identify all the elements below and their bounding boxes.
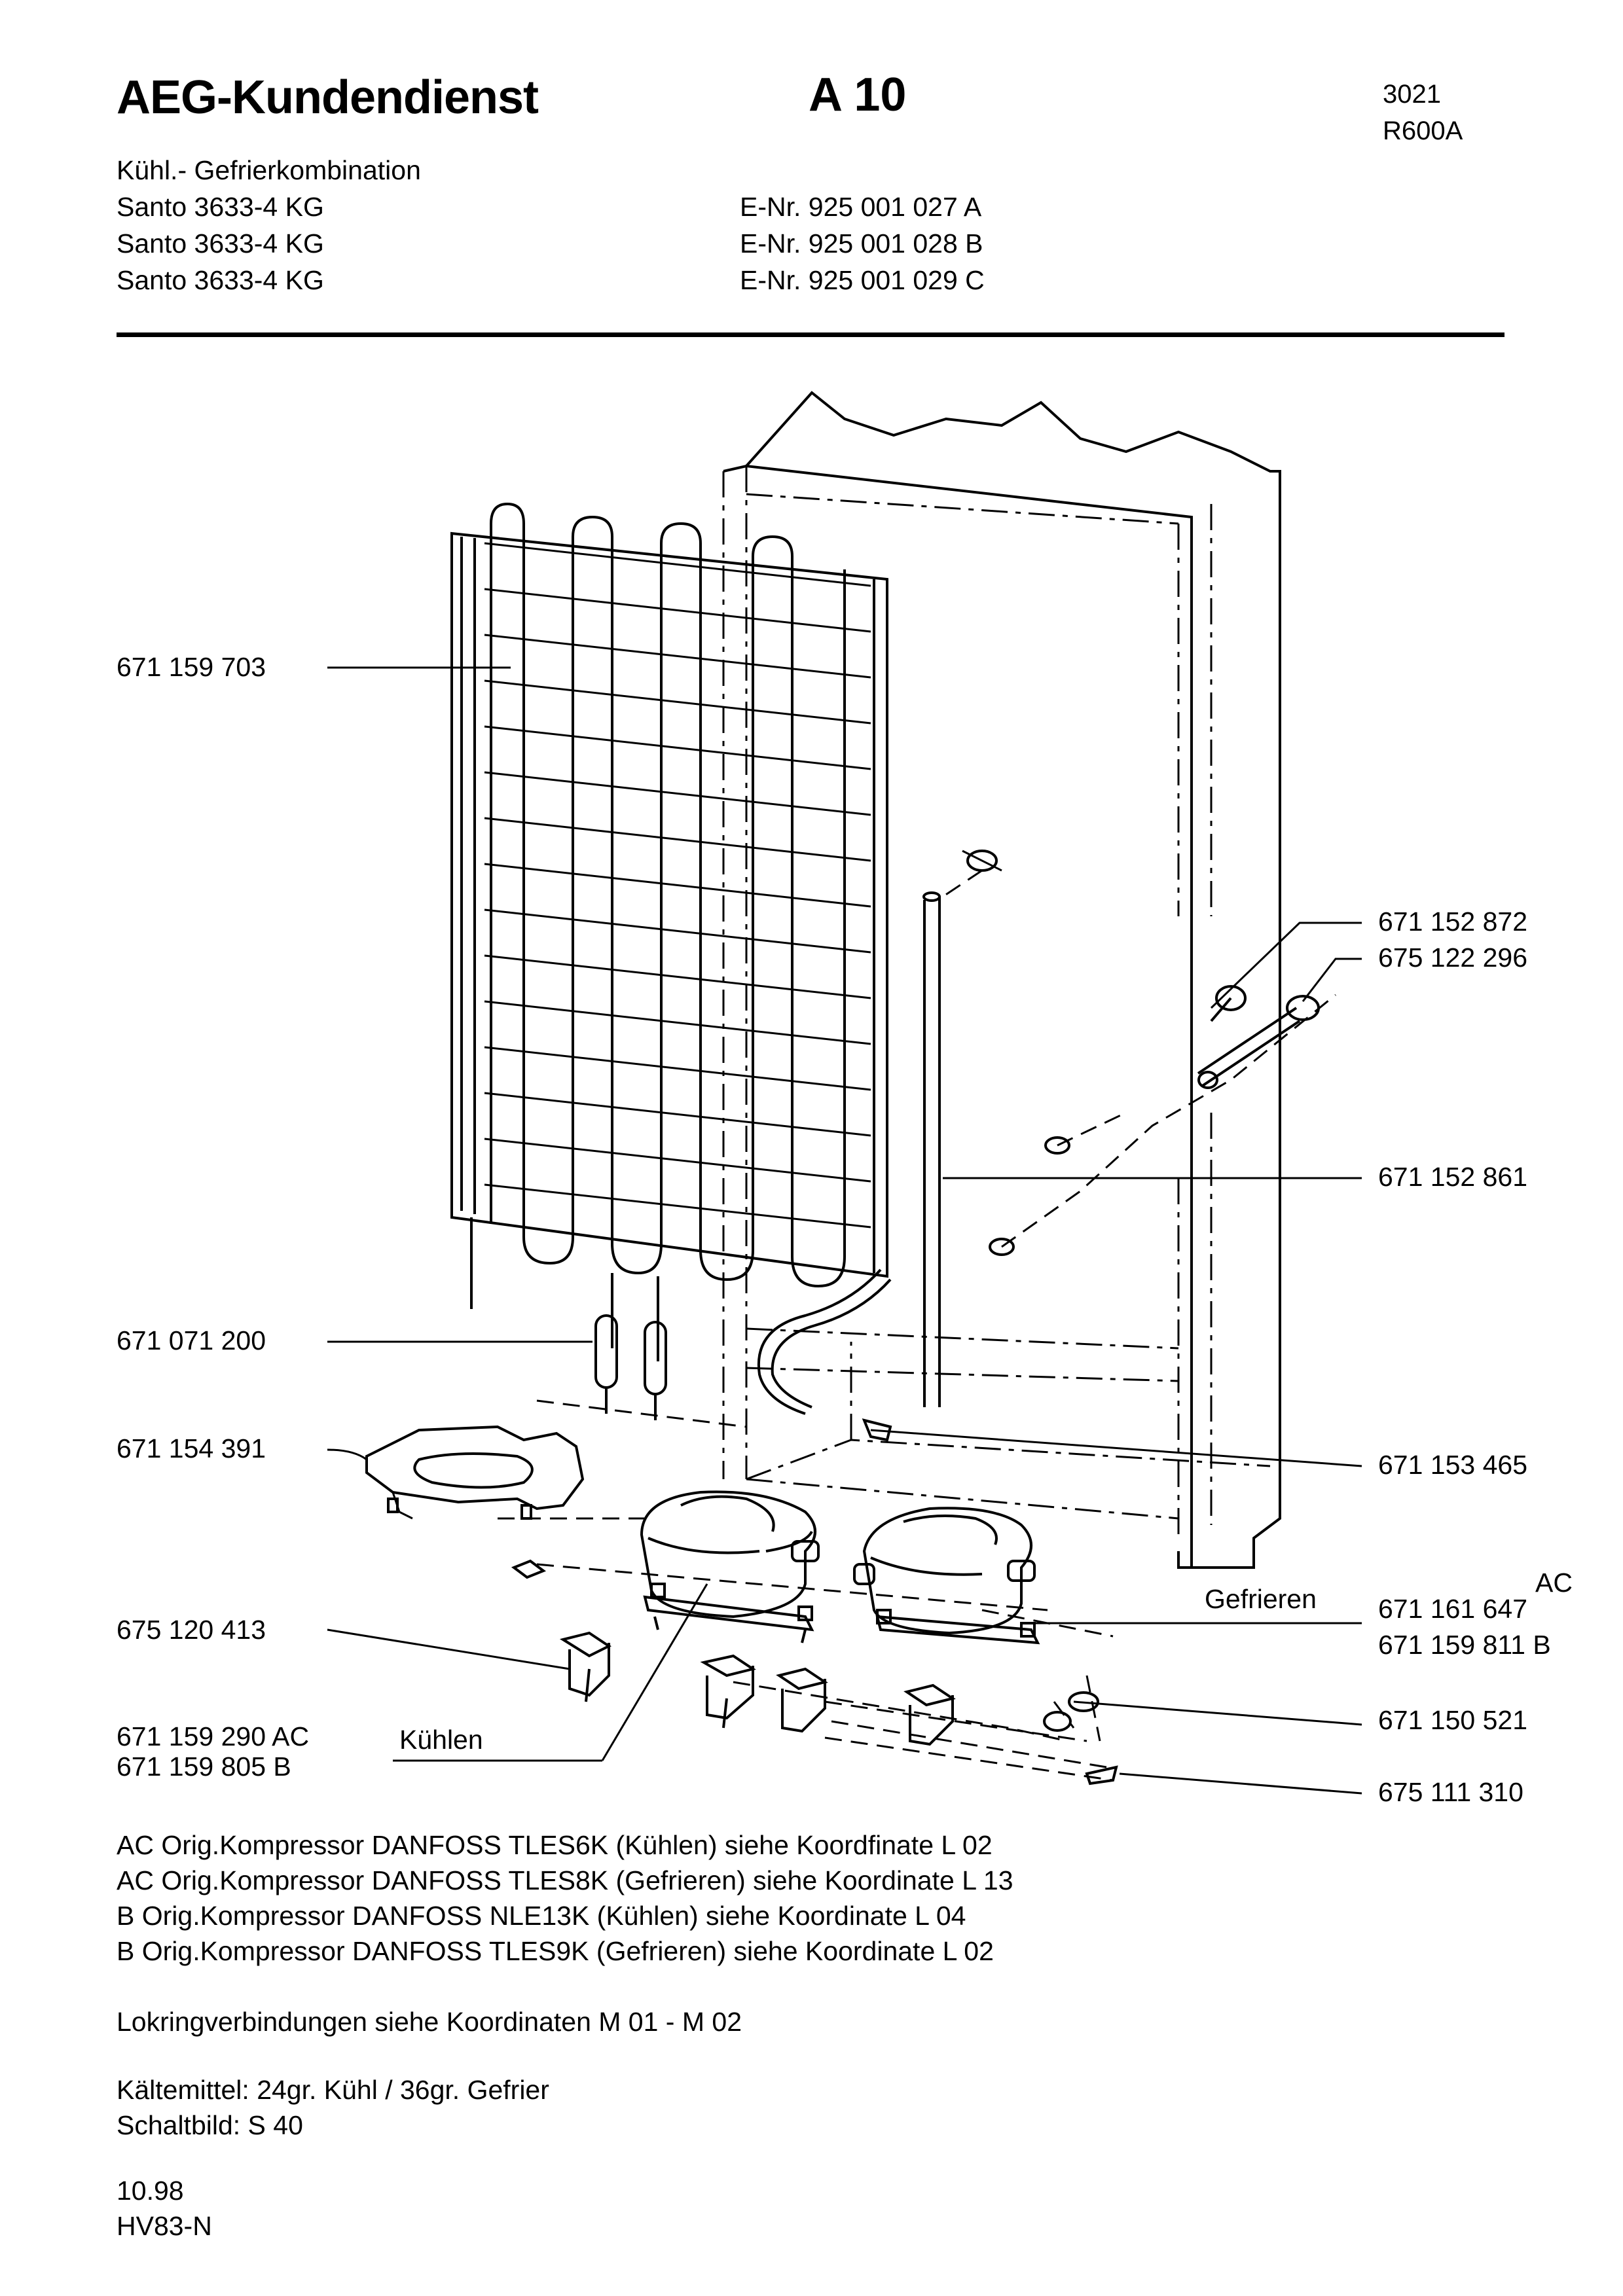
appliance-type: Kühl.- Gefrierkombination [117,155,421,185]
refrigerant-note: Kältemittel: 24gr. Kühl / 36gr. Gefrier [117,2075,549,2105]
compressor-note-2: AC Orig.Kompressor DANFOSS TLES8K (Gefri… [117,1865,1013,1895]
model-name-1: Santo 3633-4 KG [117,192,324,222]
doc-code-number: 3021 [1383,80,1441,109]
part-number-evaporator-tray: 671 154 391 [117,1433,266,1463]
header-rule [117,332,1504,337]
brand-title: AEG-Kundendienst [117,71,539,124]
assembly-lines [498,869,1336,1782]
part-number-compressor-gefrieren-b: 671 159 811 B [1378,1630,1551,1660]
part-number-kuehlen-ac: 671 159 290 AC [117,1721,310,1751]
compressor-note-1: AC Orig.Kompressor DANFOSS TLES6K (Kühle… [117,1830,993,1860]
label-gefrieren: Gefrieren [1205,1584,1317,1614]
compressor-gefrieren [853,1507,1040,1645]
compressor-kuehlen [640,1490,820,1643]
model-enr-1: E-Nr. 925 001 027 A [740,192,982,222]
label-ac: AC [1535,1568,1573,1598]
part-number-fitting-1: 671 152 872 [1378,906,1528,937]
refrigerant-code: R600A [1383,117,1463,145]
page-code: A 10 [809,69,907,121]
part-number-clip: 675 120 413 [117,1615,266,1645]
compressor-notes: AC Orig.Kompressor DANFOSS TLES6K (Kühle… [117,1827,1013,1969]
vertical-pipe [922,891,941,1407]
part-number-filter-dryer: 671 071 200 [117,1325,266,1355]
compressor-note-3: B Orig.Kompressor DANFOSS NLE13K (Kühlen… [117,1901,966,1931]
part-number-vertical-pipe: 671 152 861 [1378,1162,1528,1192]
fittings [862,850,1320,1442]
filter-dryer [594,1314,667,1420]
condenser [450,502,888,1361]
doc-revision-code: HV83-N [117,2211,212,2241]
label-kuehlen: Kühlen [399,1725,483,1755]
lokring-note: Lokringverbindungen siehe Koordinaten M … [117,2007,742,2037]
compressor-note-4: B Orig.Kompressor DANFOSS TLES9K (Gefrie… [117,1936,994,1966]
model-name-3: Santo 3633-4 KG [117,265,324,295]
part-number-compressor-kuehlen: 671 159 290 AC 671 159 805 B [117,1721,309,1782]
part-number-kuehlen-b: 671 159 805 B [117,1751,291,1782]
wiring-diagram-note: Schaltbild: S 40 [117,2110,303,2140]
part-number-clamp: 671 153 465 [1378,1450,1528,1480]
model-name-2: Santo 3633-4 KG [117,228,324,259]
part-number-compressor-gefrieren-ac: 671 161 647 [1378,1594,1528,1624]
model-enr-2: E-Nr. 925 001 028 B [740,228,983,259]
cabinet-outline [722,391,1281,1569]
doc-code: 3021 R600A [1383,76,1463,149]
part-number-washer: 675 111 310 [1378,1777,1523,1807]
part-number-grommet: 671 150 521 [1378,1705,1528,1735]
doc-date: 10.98 [117,2176,184,2206]
evaporator-tray [365,1425,585,1520]
leader-lines [327,666,1362,1795]
part-number-fitting-2: 675 122 296 [1378,942,1528,973]
pipe-bend [757,1268,882,1415]
part-number-condenser: 671 159 703 [117,652,266,682]
mounting-clips [511,1559,1118,1785]
model-enr-3: E-Nr. 925 001 029 C [740,265,985,295]
